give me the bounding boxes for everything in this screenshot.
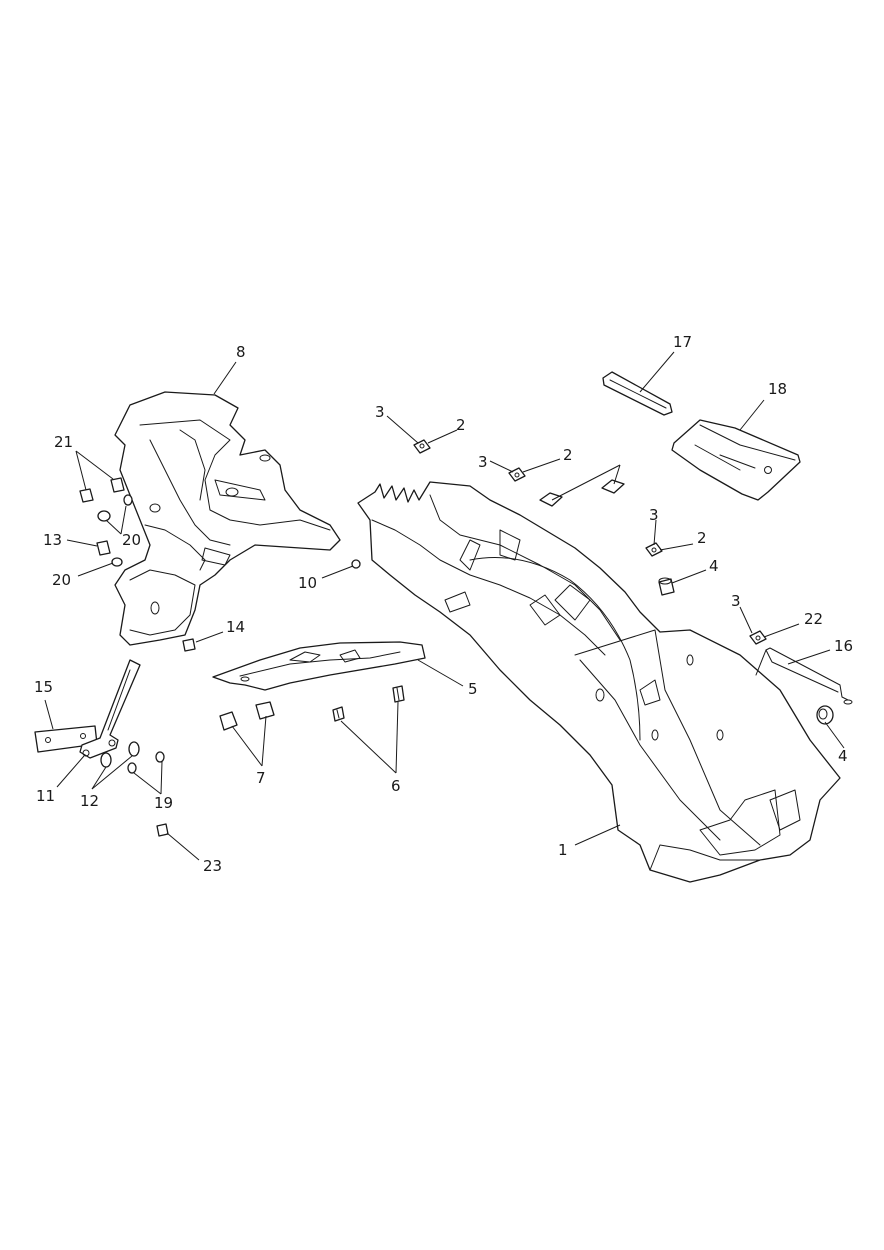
nut-19-a: [155, 751, 165, 763]
bolt-7-right: [392, 685, 405, 703]
callout-1: 1: [558, 841, 568, 859]
nut-14: [182, 638, 196, 652]
callout-3-d: 3: [731, 592, 741, 610]
callout-16: 16: [834, 637, 853, 655]
screw-22: [749, 630, 767, 645]
leader-lines: [44, 351, 845, 861]
bolt-13: [96, 540, 111, 556]
callout-18: 18: [768, 380, 787, 398]
washer-20-c: [111, 557, 123, 567]
screw-2-right: [645, 542, 663, 557]
clip-8-left: [219, 711, 238, 731]
callout-22: 22: [804, 610, 823, 628]
callout-2-b: 2: [563, 446, 573, 464]
callout-23: 23: [203, 857, 222, 875]
washer-20-a: [123, 494, 133, 506]
callout-14: 14: [226, 618, 245, 636]
callout-2-c: 2: [697, 529, 707, 547]
callout-13: 13: [43, 531, 62, 549]
callout-5: 4: [709, 557, 719, 575]
bush-4: [816, 705, 834, 725]
nut-19-b: [127, 762, 137, 774]
fasteners: [79, 439, 834, 837]
callout-20-lower: 20: [52, 571, 71, 589]
clip-nut-left: [539, 492, 563, 507]
callout-10: 10: [298, 574, 317, 592]
nut-23: [156, 823, 169, 837]
undertray-panel-part: [212, 641, 426, 691]
bolt-7-left: [332, 706, 345, 722]
callout-12: 12: [80, 792, 99, 810]
callout-17: 17: [673, 333, 692, 351]
bolt-21-upper: [110, 477, 125, 493]
callout-labels: 8 21 20 13 20 10 14 15 11 12 19 23 7 6 5…: [34, 333, 853, 875]
callout-9: 8: [236, 343, 246, 361]
strap-part: [602, 371, 673, 416]
callout-7: 6: [391, 777, 401, 795]
callout-3-b: 3: [478, 453, 488, 471]
callout-8: 7: [256, 769, 266, 787]
callout-6: 5: [468, 680, 478, 698]
washer-12-b: [100, 752, 112, 768]
washer-12-a: [128, 741, 140, 757]
clip-nut-right: [601, 479, 625, 494]
callout-21: 21: [54, 433, 73, 451]
rear-mudguard-part: [357, 481, 841, 883]
callout-11: 11: [36, 787, 55, 805]
callout-19: 19: [154, 794, 173, 812]
callout-20-upper: 20: [122, 531, 141, 549]
wire-clip-part: [755, 647, 853, 705]
bracket-strap-part: [79, 659, 141, 759]
callout-3-a: 3: [375, 403, 385, 421]
screw-2-top: [413, 439, 431, 454]
callout-3-c: 3: [649, 506, 659, 524]
number-plate-bracket-part: [114, 391, 341, 646]
tool-pouch-part: [671, 419, 801, 501]
nut-10: [351, 559, 361, 569]
clip-8-right: [255, 701, 275, 720]
callout-4: 4: [838, 747, 848, 765]
callout-2-a: 2: [456, 416, 466, 434]
washer-20-b: [97, 510, 111, 522]
screw-2-mid: [508, 467, 526, 482]
bolt-21-lower: [79, 488, 94, 503]
grommet-5: [658, 577, 675, 596]
callout-15: 15: [34, 678, 53, 696]
